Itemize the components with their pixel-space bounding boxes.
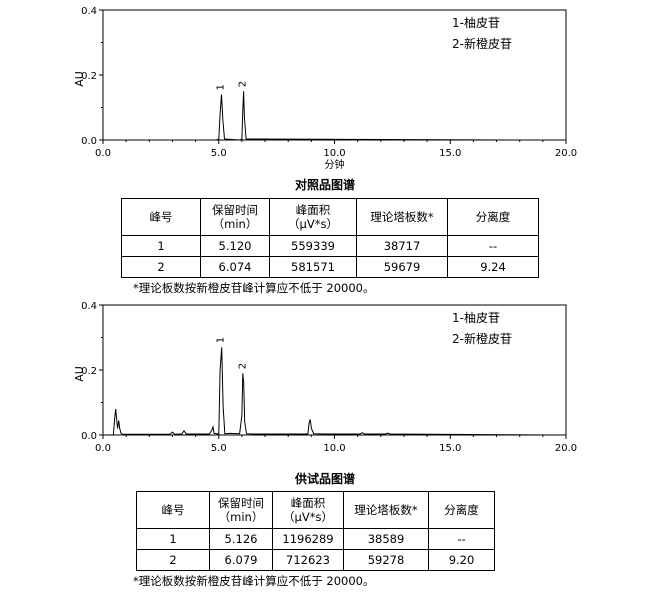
chromatogram-trace: [103, 91, 566, 141]
table-cell: 1: [121, 235, 201, 257]
y-tick-label: 0.4: [81, 6, 97, 17]
x-tick-label: 15.0: [439, 443, 461, 454]
x-tick-label: 10.0: [323, 443, 345, 454]
table-cell: 559339: [269, 235, 357, 257]
table-cell: 2: [121, 256, 201, 278]
x-tick-label: 15.0: [439, 148, 461, 159]
legend-entry: 1-柚皮苷: [452, 15, 500, 30]
table-cell: 1: [136, 528, 210, 550]
table-header-cell: 峰号: [136, 491, 210, 529]
table-cell: 581571: [269, 256, 357, 278]
table-header-cell: 理论塔板数*: [343, 491, 429, 529]
chromatogram-trace: [109, 347, 553, 436]
table-cell: 59679: [356, 256, 448, 278]
table-header-cell: 峰面积（μV*s）: [272, 491, 344, 529]
x-tick-label: 5.0: [211, 148, 227, 159]
table-header-cell: 保留时间（min）: [209, 491, 273, 529]
y-tick-label: 0.4: [81, 301, 97, 312]
table-cell: 9.20: [428, 549, 495, 571]
table-cell: 59278: [343, 549, 429, 571]
table-cell: 38717: [356, 235, 448, 257]
y-tick-label: 0.2: [81, 71, 97, 82]
peak-label: 1: [216, 84, 227, 90]
reference-chart-title: 对照品图谱: [294, 178, 355, 192]
legend-entry: 1-柚皮苷: [452, 310, 500, 325]
y-tick-label: 0.0: [81, 431, 97, 442]
y-axis-label: AU: [73, 366, 86, 382]
table-cell: 5.126: [209, 528, 273, 550]
table-cell: 2: [136, 549, 210, 571]
table-header-cell: 分离度: [447, 198, 539, 236]
x-tick-label: 5.0: [211, 443, 227, 454]
table-cell: 712623: [272, 549, 344, 571]
peak-label: 2: [238, 363, 249, 369]
table-header-cell: 峰号: [121, 198, 201, 236]
reference-chromatogram: 0.0 5.0 10.0 15.0 20.0 0.0 0.2 0.4 分钟 AU 1 2 1-柚皮苷 2-…: [73, 6, 577, 171]
y-tick-label: 0.2: [81, 366, 97, 377]
x-tick-label: 20.0: [555, 148, 577, 159]
peak-label: 1: [216, 337, 227, 343]
x-tick-label: 0.0: [95, 443, 111, 454]
peak-label: 2: [238, 81, 249, 87]
table-header-row: 峰号保留时间（min）峰面积（μV*s）理论塔板数*分离度: [121, 198, 539, 236]
legend-entry: 2-新橙皮苷: [452, 36, 512, 51]
table-cell: 38589: [343, 528, 429, 550]
table-header-cell: 保留时间（min）: [200, 198, 270, 236]
table-cell: --: [428, 528, 495, 550]
x-tick-label: 10.0: [323, 148, 345, 159]
table-cell: --: [447, 235, 539, 257]
x-axis-label: 分钟: [325, 158, 345, 171]
table-cell: 9.24: [447, 256, 539, 278]
table-cell: 6.079: [209, 549, 273, 571]
y-axis-label: AU: [73, 71, 86, 87]
table-header-cell: 峰面积（μV*s）: [269, 198, 357, 236]
table-header-row: 峰号保留时间（min）峰面积（μV*s）理论塔板数*分离度: [136, 491, 495, 529]
reference-table-note: *理论板数按新橙皮苷峰计算应不低于 20000。: [133, 281, 375, 295]
table-cell: 1196289: [272, 528, 344, 550]
x-tick-label: 0.0: [95, 148, 111, 159]
sample-chart-title: 供试品图谱: [294, 472, 355, 486]
sample-table-note: *理论板数按新橙皮苷峰计算应不低于 20000。: [133, 574, 375, 588]
table-header-cell: 分离度: [428, 491, 495, 529]
table-header-cell: 理论塔板数*: [356, 198, 448, 236]
sample-chromatogram: 0.0 5.0 10.0 15.0 20.0 0.0 0.2 0.4AU 1 2 1-柚皮苷 2-新橙…: [73, 301, 577, 454]
table-cell: 5.120: [200, 235, 270, 257]
y-tick-label: 0.0: [81, 136, 97, 147]
legend-entry: 2-新橙皮苷: [452, 331, 512, 346]
table-cell: 6.074: [200, 256, 270, 278]
x-tick-label: 20.0: [555, 443, 577, 454]
